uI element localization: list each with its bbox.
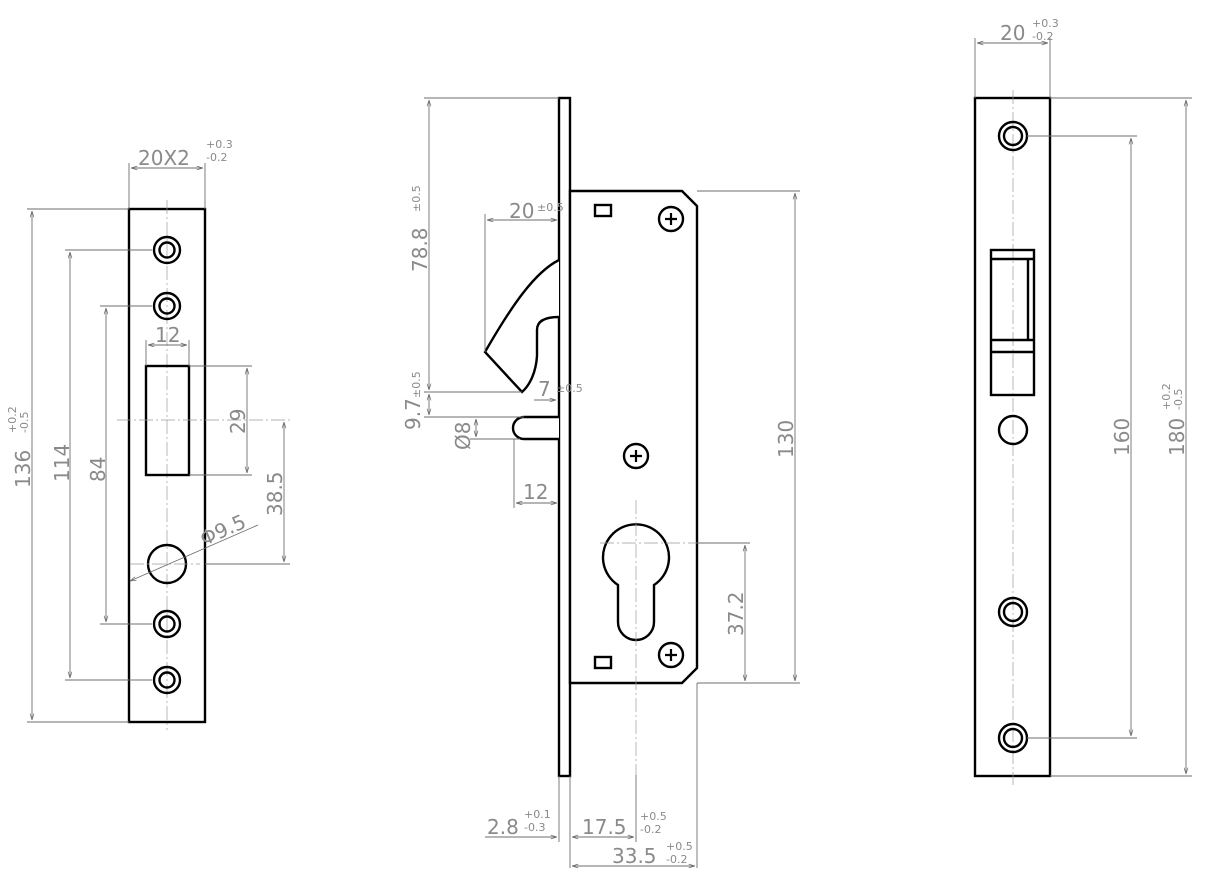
strike-length-tol-plus: +0.2 bbox=[6, 406, 19, 433]
case-screw-middle bbox=[622, 442, 650, 470]
backset-label: 17.5 bbox=[582, 815, 627, 839]
strike-plate-view: 20X2 +0.3 -0.2 136 +0.2 -0.5 114 84 12 2… bbox=[6, 138, 290, 730]
faceplate-thickness-tol-minus: -0.3 bbox=[524, 821, 545, 834]
faceplate-screw-holes bbox=[997, 120, 1029, 754]
pin-diameter-label: Ø8 bbox=[451, 422, 475, 450]
faceplate-thickness-tol-plus: +0.1 bbox=[524, 808, 551, 821]
case-screw-top bbox=[657, 205, 685, 233]
lock-case-outline bbox=[568, 189, 699, 685]
hook-bolt-opening bbox=[989, 248, 1036, 397]
strike-hole-spacing-inner: 84 bbox=[86, 457, 110, 482]
strike-width-label: 20X2 bbox=[138, 146, 190, 170]
faceplate-length-tol-plus: +0.2 bbox=[1160, 383, 1173, 410]
hook-width-tol: ±0.5 bbox=[537, 201, 564, 214]
backset-tol-plus: +0.5 bbox=[640, 810, 667, 823]
faceplate-width-tol-minus: -0.2 bbox=[1032, 30, 1053, 43]
case-slot-top bbox=[593, 203, 613, 218]
strike-slot-height: 29 bbox=[226, 409, 250, 434]
cylinder-cutout bbox=[601, 523, 671, 642]
faceplate-front-view: 20 +0.3 -0.2 160 180 +0.2 -0.5 bbox=[973, 17, 1192, 785]
strike-width-tol-minus: -0.2 bbox=[206, 151, 227, 164]
strike-hole-spacing-outer: 114 bbox=[50, 444, 74, 482]
cylinder-offset-label: 37.2 bbox=[724, 591, 748, 636]
hook-width-label: 20 bbox=[509, 199, 534, 223]
body-depth-tol-minus: -0.2 bbox=[666, 853, 687, 866]
pin-hole bbox=[997, 414, 1029, 446]
strike-screw-holes bbox=[152, 235, 182, 695]
faceplate-thickness-label: 2.8 bbox=[487, 815, 519, 839]
hook-throw-label: 78.8 bbox=[408, 227, 432, 272]
hook-throw-tol: ±0.5 bbox=[410, 185, 423, 212]
strike-length-label: 136 bbox=[11, 450, 35, 488]
strike-slot bbox=[144, 364, 191, 477]
strike-round-hole-offset: 38.5 bbox=[263, 471, 287, 516]
faceplate-length-tol-minus: -0.5 bbox=[1172, 389, 1185, 410]
strike-width-tol-plus: +0.3 bbox=[206, 138, 233, 151]
gap-tol: ±0.5 bbox=[556, 382, 583, 395]
body-height-label: 130 bbox=[774, 420, 798, 458]
lock-faceplate-edge bbox=[557, 96, 572, 778]
lock-body-view: 78.8 ±0.5 20 ±0.5 9.7 ±0.5 7 ±0.5 Ø8 12 … bbox=[401, 96, 800, 868]
backset-tol-minus: -0.2 bbox=[640, 823, 661, 836]
case-screw-bottom bbox=[657, 641, 685, 669]
body-depth-label: 33.5 bbox=[612, 844, 657, 868]
latch-pin bbox=[511, 415, 559, 441]
offset-a-label: 9.7 bbox=[401, 398, 425, 430]
strike-slot-width: 12 bbox=[155, 323, 180, 347]
faceplate-width-tol-plus: +0.3 bbox=[1032, 17, 1059, 30]
body-depth-tol-plus: +0.5 bbox=[666, 840, 693, 853]
pin-length-label: 12 bbox=[523, 480, 548, 504]
faceplate-hole-spacing-label: 160 bbox=[1110, 418, 1134, 456]
faceplate-length-label: 180 bbox=[1165, 418, 1189, 456]
faceplate-outline bbox=[973, 96, 1052, 778]
case-slot-bottom bbox=[593, 655, 613, 670]
gap-label: 7 bbox=[538, 377, 551, 401]
offset-a-tol: ±0.5 bbox=[410, 371, 423, 398]
hook-bolt bbox=[483, 258, 560, 394]
faceplate-width-label: 20 bbox=[1000, 21, 1025, 45]
strike-length-tol-minus: -0.5 bbox=[18, 412, 31, 433]
